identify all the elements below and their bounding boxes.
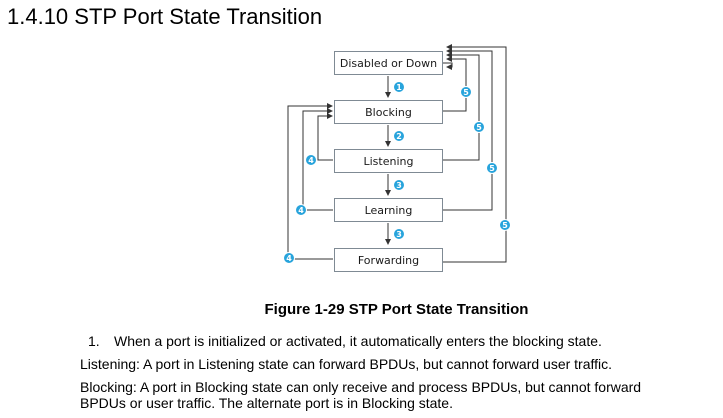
loop-blocking-to-disabled <box>443 56 467 112</box>
list-item-text: When a port is initialized or activated,… <box>114 333 602 349</box>
return-badge-4-forwarding: 4 <box>283 252 295 264</box>
step-badge-3b: 3 <box>393 228 405 240</box>
step-badge-1: 1 <box>393 81 405 93</box>
return-badge-4-learning: 4 <box>295 204 307 216</box>
return-badge-5-forwarding: 5 <box>499 219 511 231</box>
step-badge-2: 2 <box>393 130 405 142</box>
return-badge-5-listening: 5 <box>473 121 485 133</box>
loop-learning-to-blocking <box>302 108 333 211</box>
loop-disabled-self <box>443 62 453 70</box>
return-badge-5-blocking: 5 <box>460 86 472 98</box>
state-blocking: Blocking <box>334 100 443 124</box>
listening-paragraph: Listening: A port in Listening state can… <box>80 356 613 372</box>
section-title: 1.4.10 STP Port State Transition <box>7 4 323 29</box>
stp-state-diagram <box>287 44 507 263</box>
blocking-paragraph-line2: BPDUs or user traffic. The alternate por… <box>80 395 453 411</box>
state-forwarding: Forwarding <box>334 248 443 272</box>
state-learning: Learning <box>334 198 443 222</box>
figure-caption: Figure 1-29 STP Port State Transition <box>264 301 529 318</box>
loop-learning-to-disabled <box>443 48 493 211</box>
step-badge-3a: 3 <box>393 179 405 191</box>
state-listening: Listening <box>334 149 443 173</box>
return-badge-5-learning: 5 <box>486 162 498 174</box>
loop-forwarding-to-disabled <box>443 44 507 263</box>
return-badge-4-listening: 4 <box>305 154 317 166</box>
loop-listening-to-disabled <box>443 52 480 161</box>
list-item-number: 1. <box>88 333 100 349</box>
state-disabled-or-down: Disabled or Down <box>334 51 443 75</box>
loop-forwarding-to-blocking <box>287 103 333 260</box>
blocking-paragraph-line1: Blocking: A port in Blocking state can o… <box>80 379 642 395</box>
loop-listening-to-blocking <box>317 113 333 161</box>
